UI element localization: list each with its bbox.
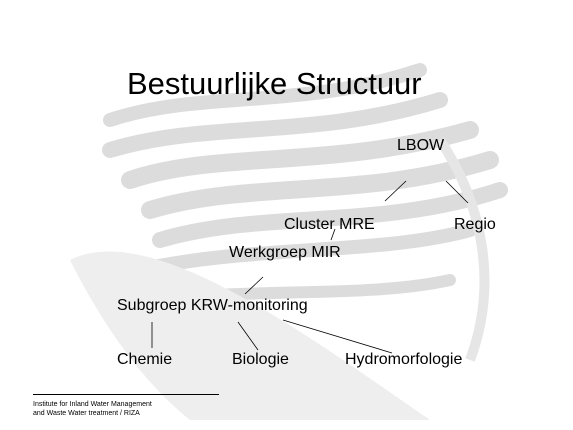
node-chemie: Chemie: [117, 351, 173, 368]
node-werkgroep-mir: Werkgroep MIR: [229, 244, 341, 261]
node-regio: Regio: [454, 216, 496, 233]
connector-subgroep-hydromorfologie: [282, 319, 393, 354]
footer-line-2: and Waste Water treatment / RIZA: [33, 410, 140, 417]
footer-line-1: Institute for Inland Water Management: [33, 401, 152, 408]
node-lbow: LBOW: [397, 137, 445, 154]
node-biologie: Biologie: [232, 351, 289, 368]
footer: Institute for Inland Water Management an…: [33, 400, 152, 418]
connector-werkgroep-subgroep: [244, 276, 264, 295]
node-subgroep-krw-monitoring: Subgroep KRW-monitoring: [117, 297, 308, 314]
connector-subgroep-biologie: [237, 321, 259, 351]
node-hydromorfologie: Hydromorfologie: [345, 351, 463, 368]
connector-lbow-regio: [445, 180, 469, 204]
node-cluster-mre: Cluster MRE: [284, 216, 375, 233]
connector-lbow-cluster: [384, 180, 407, 202]
slide-title: Bestuurlijke Structuur: [127, 66, 422, 101]
connector-cluster-werkgroep: [330, 228, 336, 241]
footer-divider: [33, 394, 219, 395]
